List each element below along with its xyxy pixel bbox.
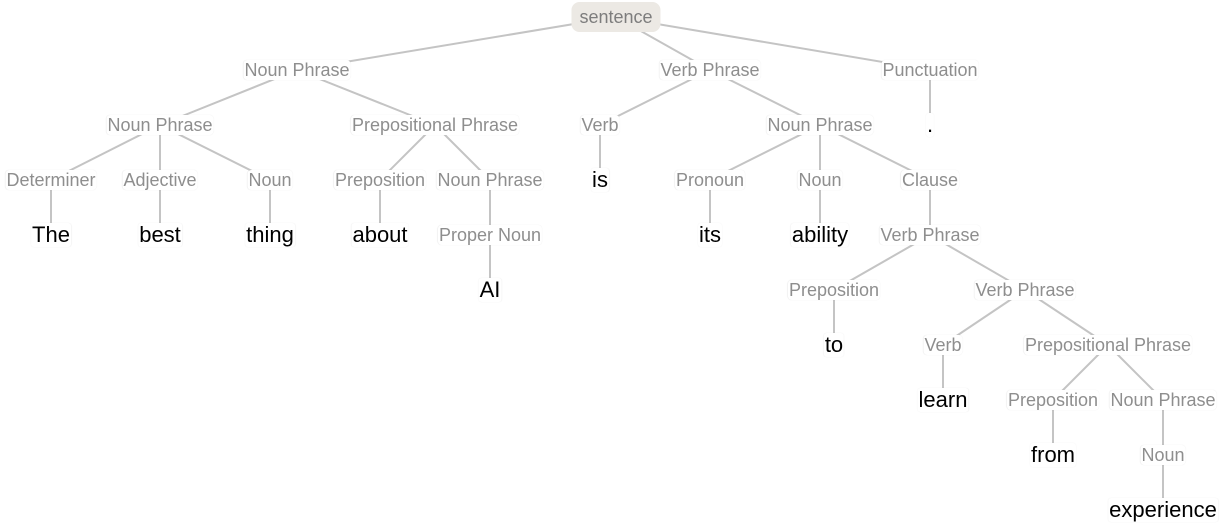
tree-label-node: Preposition xyxy=(333,170,427,190)
tree-label-node: Adjective xyxy=(122,170,198,190)
tree-root-node: sentence xyxy=(571,2,661,32)
tree-edge xyxy=(296,16,617,71)
tree-label-node: Verb Phrase xyxy=(659,60,761,80)
tree-label-node: Verb Phrase xyxy=(974,280,1076,300)
tree-label-node: Clause xyxy=(900,170,960,190)
tree-label-node: Preposition xyxy=(1006,390,1100,410)
tree-word-node: The xyxy=(31,222,71,247)
tree-label-node: Noun Phrase xyxy=(243,60,351,80)
tree-label-node: Preposition xyxy=(787,280,881,300)
tree-label-node: Verb xyxy=(923,335,963,355)
tree-word-node: to xyxy=(823,332,845,357)
tree-label-node: Verb xyxy=(580,115,620,135)
tree-label-node: Noun xyxy=(247,170,293,190)
tree-word-node: best xyxy=(138,222,182,247)
tree-label-node: Noun xyxy=(1140,445,1186,465)
tree-label-node: Prepositional Phrase xyxy=(350,115,520,135)
tree-label-node: Prepositional Phrase xyxy=(1023,335,1193,355)
tree-label-node: Determiner xyxy=(5,170,97,190)
tree-word-node: from xyxy=(1030,442,1076,467)
tree-label-node: Pronoun xyxy=(674,170,746,190)
tree-word-node: thing xyxy=(245,222,295,247)
tree-label-node: Noun Phrase xyxy=(766,115,874,135)
tree-label-node: Noun Phrase xyxy=(106,115,214,135)
tree-word-node: . xyxy=(925,112,935,137)
tree-label-node: Proper Noun xyxy=(437,225,543,245)
tree-word-node: experience xyxy=(1108,497,1218,522)
tree-word-node: its xyxy=(698,222,722,247)
tree-label-node: Noun Phrase xyxy=(436,170,544,190)
tree-label-node: Noun xyxy=(797,170,843,190)
tree-word-node: learn xyxy=(917,387,969,412)
tree-word-node: AI xyxy=(478,277,502,302)
tree-label-node: Verb Phrase xyxy=(879,225,981,245)
tree-label-node: Noun Phrase xyxy=(1109,390,1217,410)
tree-label-node: Punctuation xyxy=(881,60,979,80)
tree-word-node: about xyxy=(351,222,409,247)
tree-word-node: ability xyxy=(790,222,850,247)
tree-word-node: is xyxy=(591,167,609,192)
tree-edge xyxy=(615,16,931,71)
